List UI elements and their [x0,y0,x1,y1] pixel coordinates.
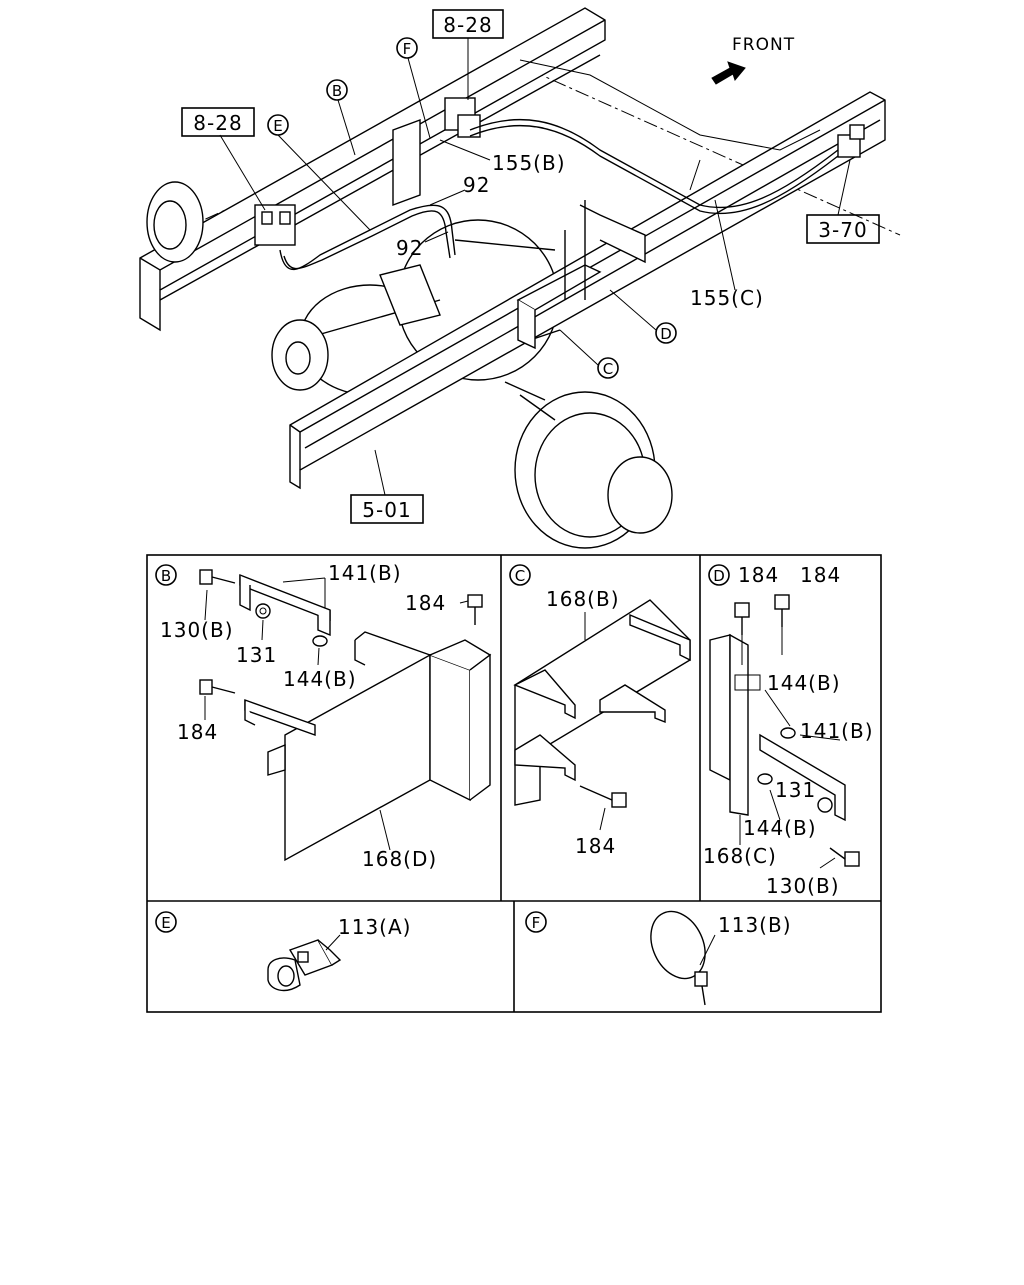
leader-lines [219,38,851,496]
label-130b: 130(B) [766,874,840,898]
clip-113a [267,939,342,992]
detail-panel-e: E 113(A) [155,911,411,992]
label-155b: 155(B) [492,151,566,175]
nut-131 [255,603,271,619]
label-141b: 141(B) [800,719,874,743]
label-184-b: 184 [800,563,841,587]
marker-letter: B [161,567,171,585]
label-144b-upper: 144(B) [767,671,841,695]
bolt-184-b [774,594,790,627]
rear-hub [504,381,673,549]
label-113b: 113(B) [718,913,792,937]
panel-marker-c: C [509,564,531,586]
label-184-top: 184 [405,591,446,615]
label-92-upper: 92 [463,173,490,197]
panel-marker-e: E [155,911,177,933]
ref-label: 5-01 [362,498,411,522]
bolt-130b [199,569,236,585]
ref-label: 3-70 [818,218,867,242]
front-label: FRONT [732,35,795,55]
washer-144b-a [780,727,796,739]
cable-tie-113b [650,910,708,1006]
marker-letter: D [713,567,725,585]
ref-box-8-28-left[interactable]: 8-28 [181,107,255,137]
panel-marker-d: D [708,564,730,586]
panel-marker-f: F [525,911,547,933]
marker-d[interactable]: D [655,322,677,344]
marker-letter: B [332,82,342,100]
label-168b: 168(B) [546,587,620,611]
label-92-lower: 92 [396,236,423,260]
label-168c: 168(C) [703,844,777,868]
marker-b[interactable]: B [326,79,348,101]
label-184: 184 [575,834,616,858]
ref-label: 8-28 [443,13,492,37]
label-155c: 155(C) [690,286,764,310]
detail-panel-b: B [155,561,492,871]
label-131: 131 [775,778,816,802]
marker-e[interactable]: E [267,114,289,136]
nut-131 [817,797,833,813]
marker-letter: E [161,914,170,932]
marker-letter: F [403,40,412,58]
label-130b: 130(B) [160,618,234,642]
rail-brackets [516,200,646,350]
label-144b-lower: 144(B) [743,816,817,840]
bolt-184-a [734,602,750,635]
front-left-hub [146,181,204,263]
bolt-184-left [199,679,236,695]
label-141b: 141(B) [328,561,402,585]
ref-label: 8-28 [193,111,242,135]
valve-unit-left [254,204,296,246]
label-113a: 113(A) [338,915,411,939]
harness-lines [279,118,839,271]
washer-144b-b [757,773,773,785]
sensor-right [837,124,865,158]
washer-144b [312,635,328,647]
right-frame-rail [289,91,886,490]
marker-letter: D [660,325,672,343]
front-arrow-icon [711,61,746,85]
detail-panel-c: C 168(B) 184 [509,564,691,858]
label-168d: 168(D) [362,847,437,871]
ref-box-3-70[interactable]: 3-70 [806,214,880,244]
chassis-assembly-drawing: FRONT 8-28 8-28 3-70 5-01 B E [139,7,901,549]
marker-f[interactable]: F [396,37,418,59]
bolt-184 [579,785,627,808]
label-184-a: 184 [738,563,779,587]
valve-unit-top [444,97,481,138]
label-131: 131 [236,643,277,667]
ref-box-5-01[interactable]: 5-01 [350,494,424,524]
marker-letter: E [273,117,282,135]
marker-letter: C [603,360,613,378]
detail-panels-frame [146,554,882,1013]
detail-panel-d: D [703,563,874,898]
label-184-left: 184 [177,720,218,744]
marker-c[interactable]: C [597,357,619,379]
mount-box [392,118,421,207]
bolt-184-top [467,594,483,625]
detail-panel-f: F 113(B) [525,910,792,1006]
ref-box-8-28-top[interactable]: 8-28 [432,9,504,39]
marker-letter: F [532,914,541,932]
bolt-130b [829,847,860,867]
front-direction-indicator: FRONT [711,35,795,85]
marker-letter: C [515,567,525,585]
label-144b: 144(B) [283,667,357,691]
panel-marker-b: B [155,564,177,586]
